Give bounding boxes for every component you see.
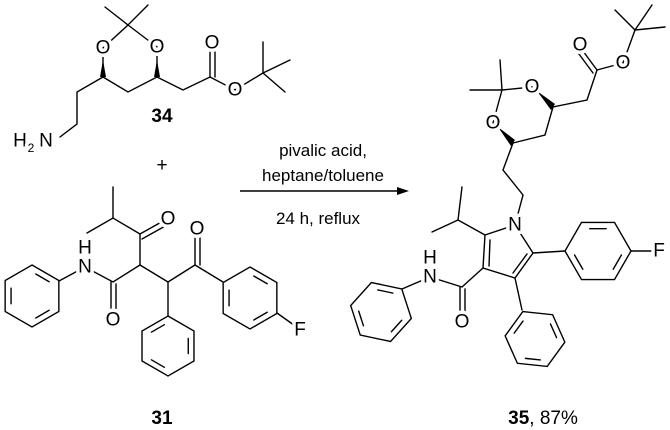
compound-label-31: 31	[151, 408, 173, 429]
double-bond	[35, 309, 50, 319]
yield-text: , 87%	[529, 408, 578, 429]
double-bond	[253, 311, 268, 321]
benzene-ring	[564, 221, 632, 281]
atom-n: N	[423, 267, 437, 288]
atom-n: N	[78, 257, 92, 278]
atom-h-subscript: 2	[28, 141, 35, 155]
double-bond	[390, 319, 403, 333]
compound-31-skeleton	[58, 186, 299, 329]
atom-o: O	[150, 37, 165, 58]
wedge-bond	[100, 60, 106, 77]
atom-f: F	[653, 241, 665, 262]
atom-o: O	[573, 35, 588, 56]
atom-o: O	[616, 53, 631, 74]
aromatic-rings	[4, 221, 632, 377]
plus-sign: +	[156, 155, 167, 176]
benzene-ring	[504, 310, 566, 368]
double-bond	[612, 254, 623, 270]
atom-o: O	[96, 38, 111, 59]
atom-o: O	[525, 77, 540, 98]
double-bond	[377, 289, 394, 294]
atom-n: N	[39, 131, 53, 152]
atom-o: O	[190, 219, 205, 240]
arrowhead-icon	[397, 187, 409, 195]
bonds	[4, 4, 666, 377]
compound-34-skeleton	[59, 4, 291, 138]
benzene-ring	[141, 315, 195, 377]
atom-o: O	[486, 113, 501, 134]
double-bond	[35, 273, 50, 283]
benzene-ring	[349, 281, 413, 343]
time-temperature-text: 24 h, reflux	[276, 209, 361, 228]
compound-35-skeleton	[401, 4, 666, 321]
double-bond	[150, 359, 166, 368]
atom-o: O	[205, 33, 220, 54]
atom-o: O	[106, 310, 121, 331]
wedge-bond	[537, 91, 555, 110]
double-bond	[357, 310, 365, 327]
compound-label-35: 35, 87%	[508, 408, 578, 429]
atom-o: O	[455, 312, 470, 333]
double-bond	[524, 357, 542, 361]
atom-o: O	[228, 80, 243, 101]
wedge-bond	[154, 60, 160, 77]
double-bond	[573, 254, 584, 270]
double-bond	[513, 320, 524, 334]
double-bond	[150, 324, 166, 333]
benzene-ring	[222, 266, 278, 330]
atom-h: H	[78, 238, 92, 259]
double-bond	[253, 275, 268, 285]
compound-id-35: 35	[508, 408, 530, 429]
benzene-ring	[4, 264, 60, 328]
solvent-text: heptane/toluene	[262, 166, 384, 185]
atom-o: O	[161, 209, 176, 230]
atom-h: H	[423, 248, 437, 269]
compound-label-34: 34	[151, 106, 173, 127]
double-bond	[549, 323, 558, 339]
atom-f: F	[294, 320, 306, 341]
atom-h: H	[13, 131, 27, 152]
wedge-bond	[498, 127, 515, 146]
pyrrole-n: N	[508, 215, 522, 236]
reagent-text: pivalic acid,	[279, 141, 367, 160]
